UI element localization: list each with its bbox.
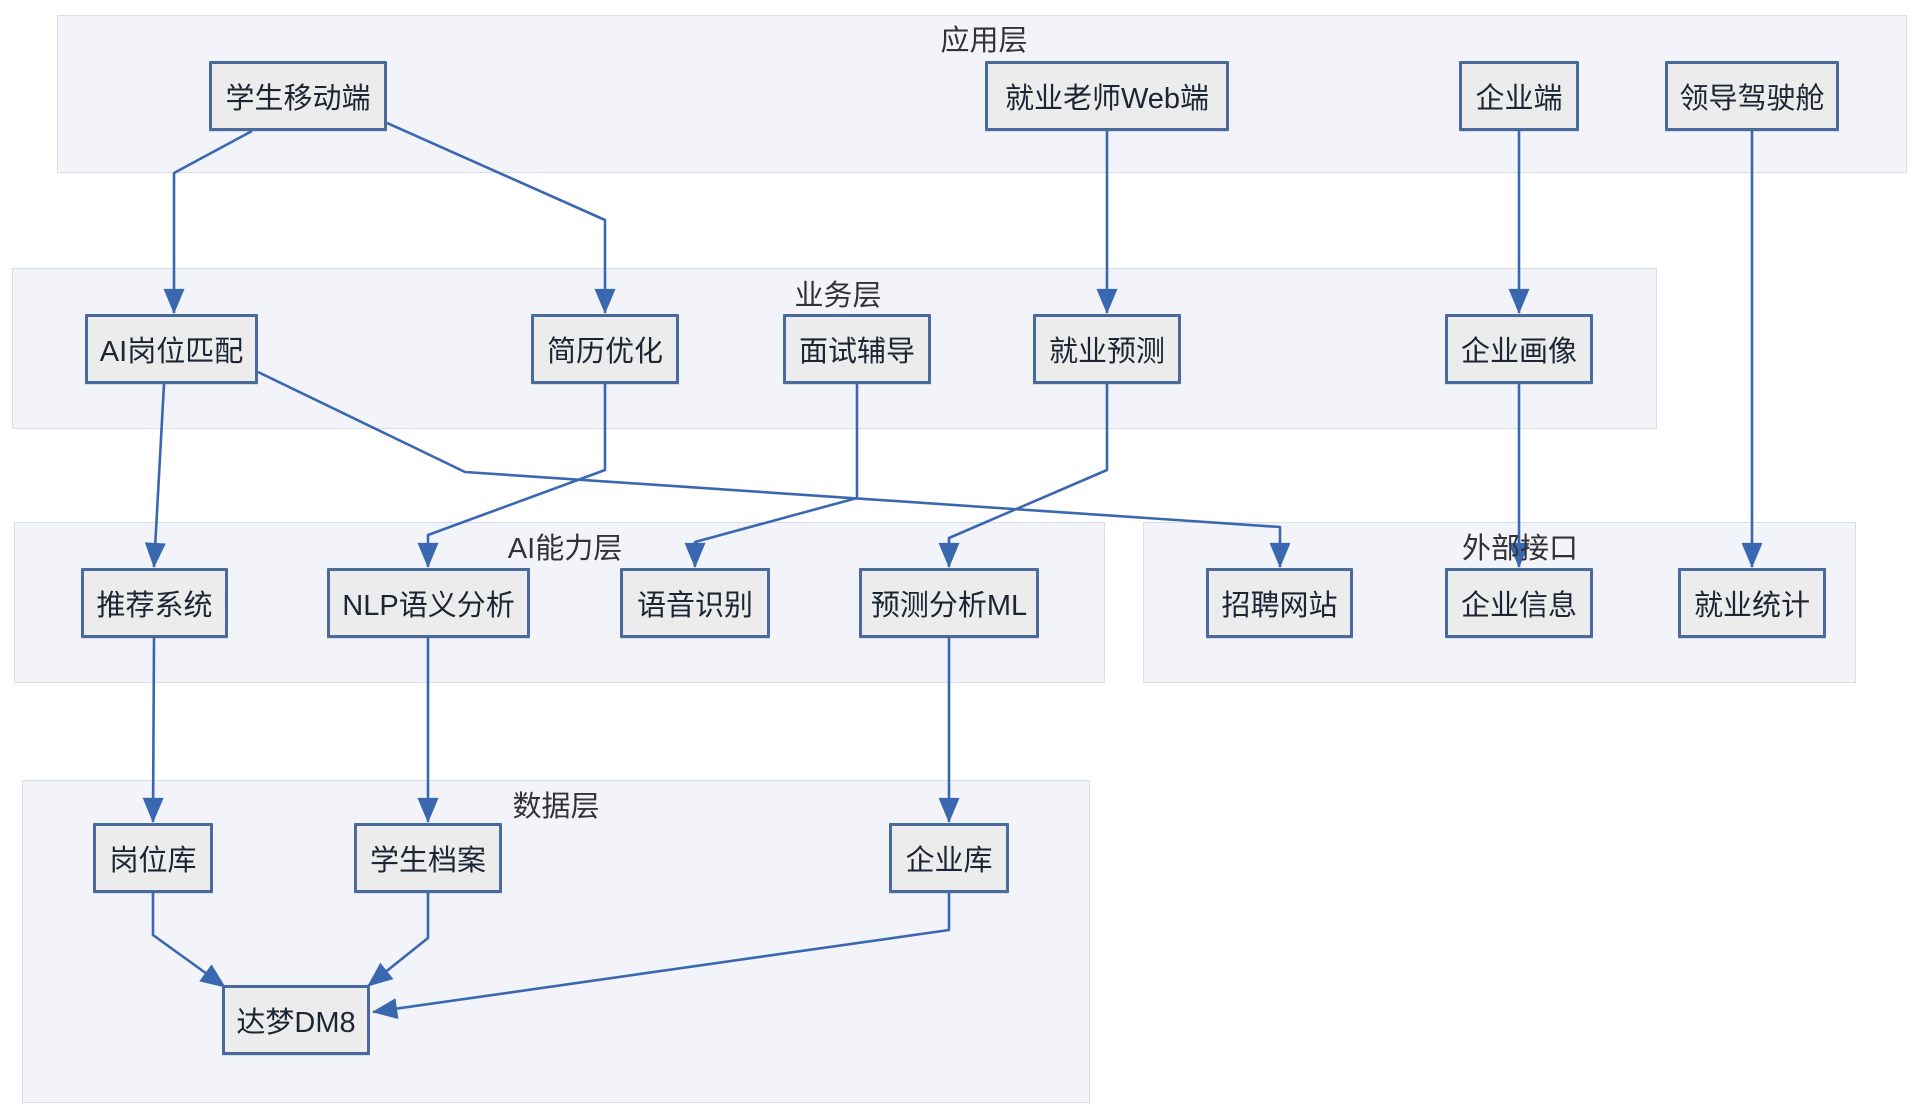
cluster-label-app-layer: 应用层 [940, 25, 1028, 57]
node-ml-predict: 预测分析ML [859, 568, 1039, 638]
node-label-enterprise-profile: 企业画像 [1460, 336, 1577, 368]
node-label-employment-stats: 就业统计 [1693, 590, 1810, 622]
node-dm8: 达梦DM8 [222, 985, 370, 1055]
node-interview-coach: 面试辅导 [783, 314, 931, 384]
node-job-forecast: 就业预测 [1033, 314, 1181, 384]
node-employment-stats: 就业统计 [1678, 568, 1826, 638]
node-label-student-mobile: 学生移动端 [225, 83, 371, 115]
node-label-enterprise-info: 企业信息 [1460, 590, 1577, 622]
node-label-resume-opt: 简历优化 [546, 336, 663, 368]
node-label-enterprise-portal: 企业端 [1475, 83, 1563, 115]
cluster-label-data-layer: 数据层 [512, 791, 600, 823]
node-label-interview-coach: 面试辅导 [798, 336, 915, 368]
node-enterprise-profile: 企业画像 [1445, 314, 1593, 384]
node-label-nlp: NLP语义分析 [342, 590, 515, 622]
node-label-ml-predict: 预测分析ML [870, 590, 1028, 622]
node-label-ai-job-match: AI岗位匹配 [99, 336, 244, 368]
node-enterprise-portal: 企业端 [1459, 61, 1579, 131]
cluster-label-business-layer: 业务层 [794, 280, 882, 312]
node-student-files: 学生档案 [354, 823, 502, 893]
node-nlp: NLP语义分析 [327, 568, 530, 638]
node-label-job-db: 岗位库 [109, 845, 197, 877]
node-enterprise-db: 企业库 [889, 823, 1009, 893]
node-recommender: 推荐系统 [81, 568, 228, 638]
node-student-mobile: 学生移动端 [209, 61, 387, 131]
node-leader-cockpit: 领导驾驶舱 [1665, 61, 1839, 131]
node-label-enterprise-db: 企业库 [905, 845, 993, 877]
node-label-student-files: 学生档案 [369, 845, 486, 877]
node-recruit-sites: 招聘网站 [1206, 568, 1353, 638]
node-asr: 语音识别 [620, 568, 770, 638]
node-label-teacher-web: 就业老师Web端 [1004, 83, 1210, 115]
cluster-label-external-layer: 外部接口 [1461, 533, 1579, 565]
node-label-leader-cockpit: 领导驾驶舱 [1679, 83, 1825, 115]
node-label-asr: 语音识别 [636, 590, 753, 622]
node-label-recruit-sites: 招聘网站 [1221, 590, 1338, 622]
node-resume-opt: 简历优化 [531, 314, 679, 384]
node-enterprise-info: 企业信息 [1445, 568, 1593, 638]
node-label-recommender: 推荐系统 [96, 590, 213, 622]
node-label-job-forecast: 就业预测 [1048, 336, 1165, 368]
cluster-label-ai-layer: AI能力层 [507, 533, 623, 565]
node-ai-job-match: AI岗位匹配 [85, 314, 258, 384]
node-teacher-web: 就业老师Web端 [985, 61, 1229, 131]
node-label-dm8: 达梦DM8 [236, 1007, 356, 1039]
node-job-db: 岗位库 [93, 823, 213, 893]
